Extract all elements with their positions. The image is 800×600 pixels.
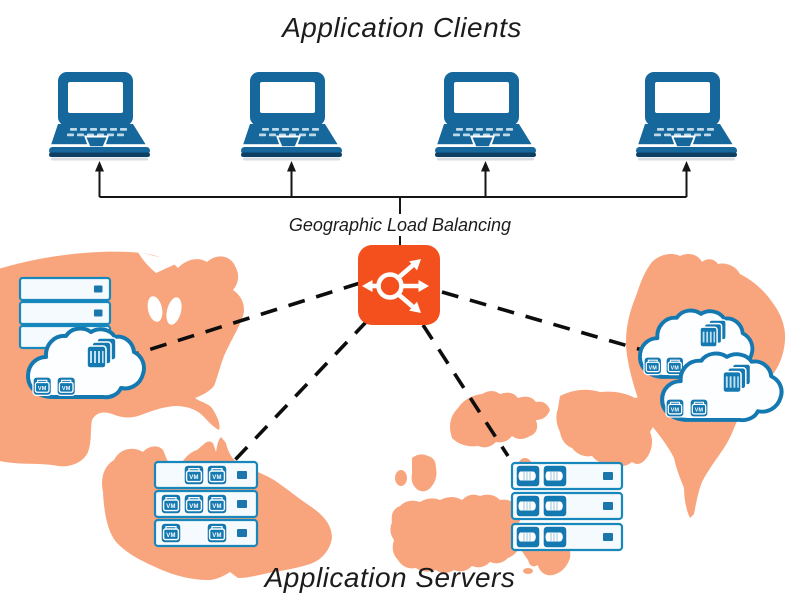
arrow-to-client-4 bbox=[682, 161, 691, 197]
disk-drive-icon bbox=[515, 525, 541, 549]
vm-box-icon bbox=[160, 522, 182, 544]
site-australia bbox=[153, 460, 259, 548]
laptop-icon bbox=[241, 72, 342, 161]
laptop-icon bbox=[435, 72, 536, 161]
servers-title: Application Servers bbox=[263, 562, 516, 593]
client-connectors bbox=[95, 161, 691, 245]
clients-title: Application Clients bbox=[280, 12, 522, 43]
vm-box-icon bbox=[206, 522, 228, 544]
link-australia bbox=[231, 319, 369, 464]
vm-box-icon bbox=[689, 398, 709, 418]
client-laptops bbox=[49, 72, 737, 161]
site-europe bbox=[510, 461, 624, 552]
load-balancing-label: Geographic Load Balancing bbox=[289, 215, 511, 235]
vm-box-icon bbox=[206, 464, 228, 486]
link-europe bbox=[421, 324, 510, 457]
disk-drive-icon bbox=[542, 464, 568, 488]
vm-box-icon bbox=[206, 493, 228, 515]
load-balancer-icon bbox=[358, 245, 440, 325]
arrow-to-client-2 bbox=[287, 161, 296, 197]
great-lakes bbox=[138, 252, 182, 325]
disk-drive-icon bbox=[542, 525, 568, 549]
disk-drive-icon bbox=[542, 494, 568, 518]
laptop-icon bbox=[636, 72, 737, 161]
vm-box-icon bbox=[183, 493, 205, 515]
server-rack-icon bbox=[510, 461, 624, 552]
vm-box-icon bbox=[665, 398, 685, 418]
label-backdrop bbox=[283, 214, 517, 236]
server-rack-icon bbox=[153, 460, 259, 548]
link-south-america bbox=[441, 290, 643, 352]
vm-box-icon bbox=[160, 493, 182, 515]
disk-drive-icon bbox=[515, 494, 541, 518]
disk-drive-icon bbox=[515, 464, 541, 488]
link-north-america bbox=[125, 281, 361, 359]
laptop-icon bbox=[49, 72, 150, 161]
vm-box-icon bbox=[643, 356, 663, 376]
vm-box-icon bbox=[56, 376, 77, 397]
vm-box-icon bbox=[183, 464, 205, 486]
site-north-america bbox=[18, 276, 146, 400]
vm-box-icon bbox=[32, 376, 53, 397]
geo-links bbox=[125, 281, 643, 464]
arrow-to-client-1 bbox=[95, 161, 104, 197]
arrow-to-client-3 bbox=[481, 161, 490, 197]
